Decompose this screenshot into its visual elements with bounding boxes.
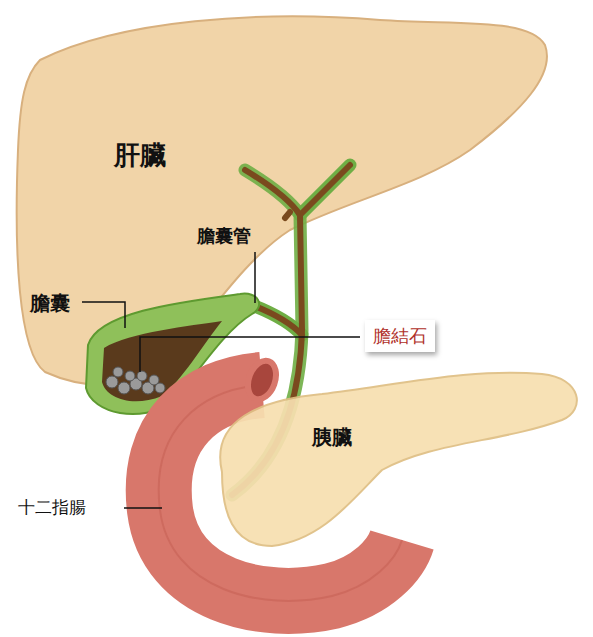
- organ-label: 肝臟: [114, 138, 166, 173]
- part-label: 膽囊管: [197, 224, 251, 248]
- organ-label: 胰臟: [312, 424, 352, 451]
- callout-box: 膽結石: [365, 320, 435, 352]
- gallstones: [106, 367, 165, 394]
- pancreas: [220, 373, 577, 546]
- callout-label: 膽結石: [373, 324, 427, 348]
- organ-label: 膽囊: [30, 290, 70, 317]
- organ-label: 十二指腸: [18, 496, 86, 519]
- leader-line: [82, 252, 360, 508]
